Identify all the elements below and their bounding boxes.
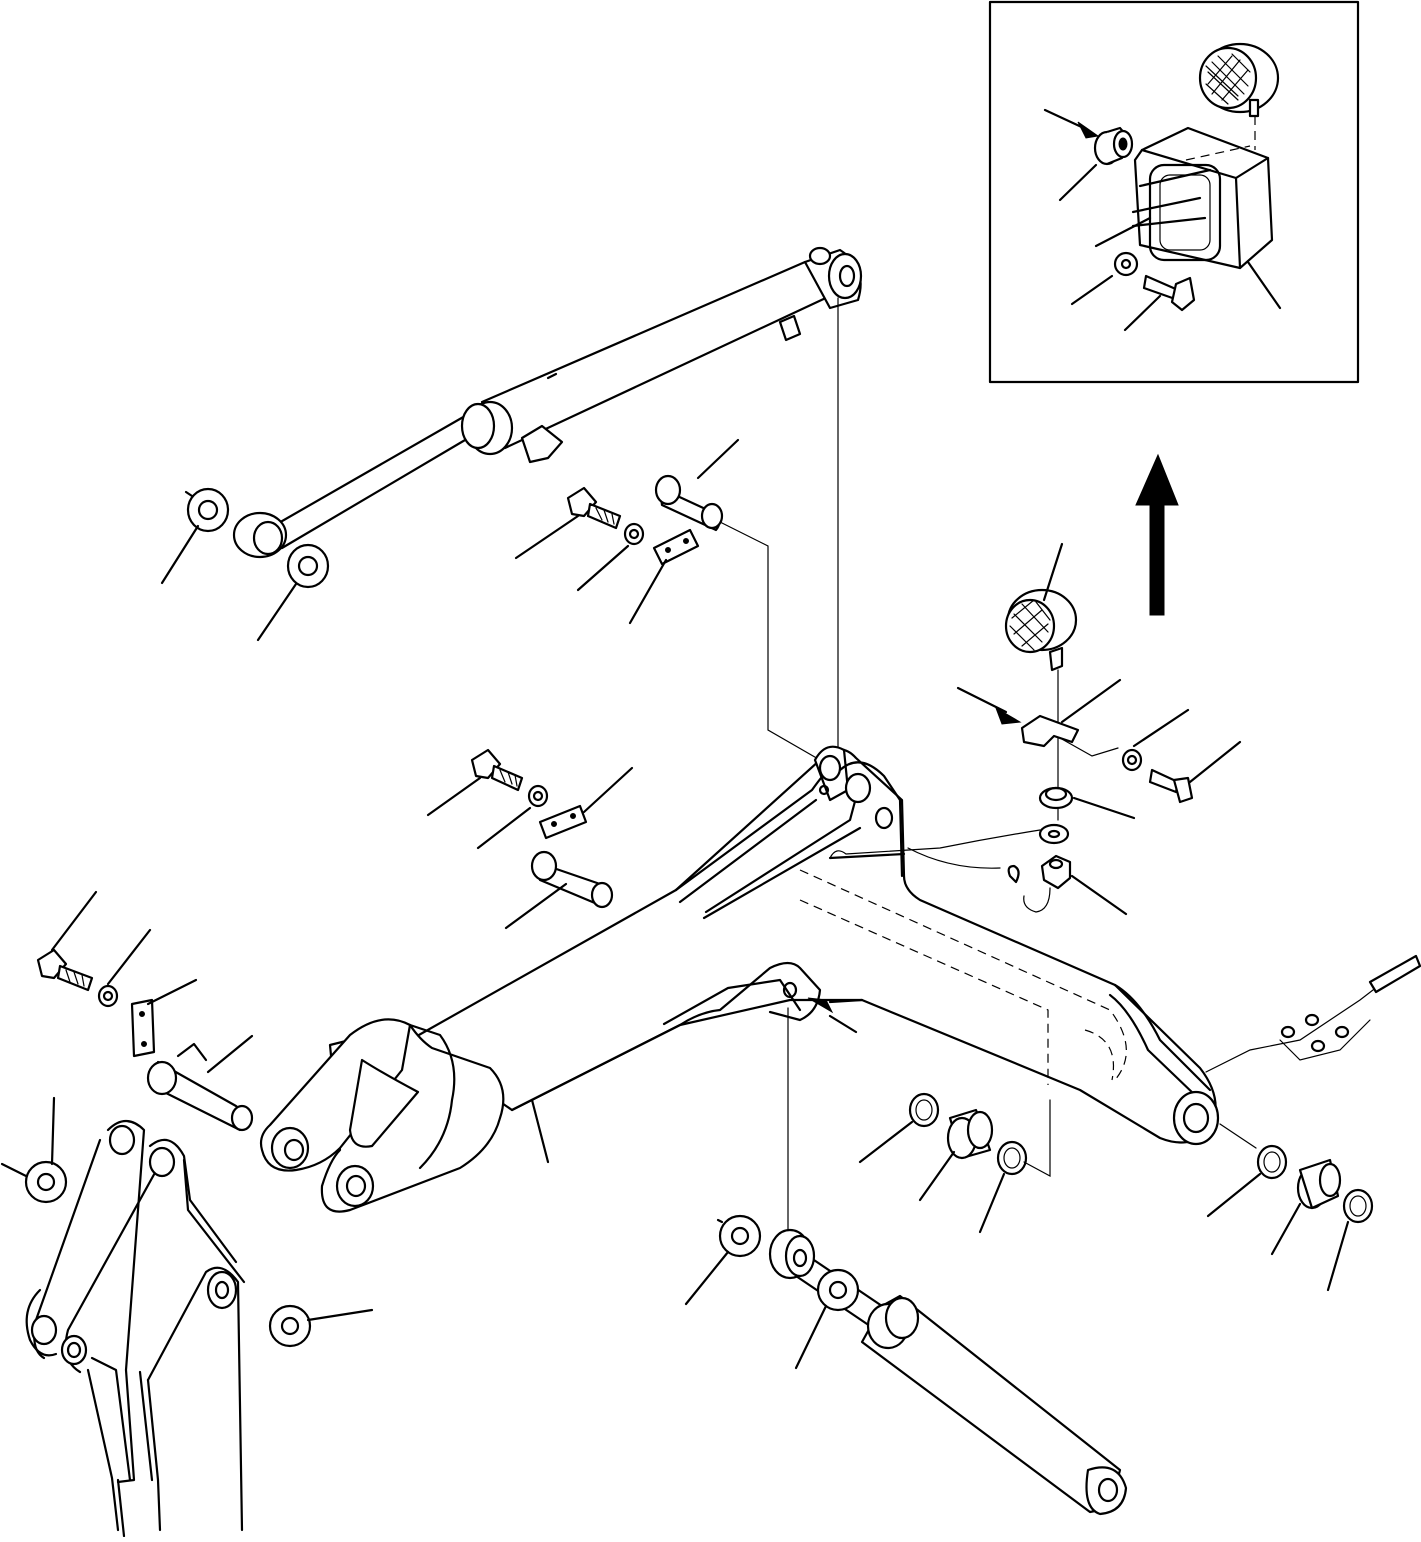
boom-foot-pin — [38, 892, 252, 1130]
cylinder-pin-upper — [516, 440, 738, 623]
inset-work-lamp — [1200, 44, 1278, 150]
bushing-set-middle — [860, 1094, 1050, 1232]
work-lamp — [1006, 544, 1076, 820]
inset-frame — [990, 2, 1358, 382]
main-boom — [261, 747, 1420, 1212]
inset-lamp-guard — [1133, 128, 1272, 268]
cylinder-pin-middle — [428, 750, 632, 928]
upper-boom-cylinder — [162, 248, 861, 640]
lamp-bracket — [958, 680, 1240, 914]
leader-line — [720, 522, 820, 760]
inset-spacer — [1045, 110, 1132, 200]
inset-detail — [990, 2, 1358, 382]
bushing-set-right — [1208, 1124, 1372, 1290]
inset-bolt — [1072, 218, 1280, 330]
lower-boom-cylinder — [686, 1008, 1126, 1514]
direction-arrow-up-icon — [1136, 455, 1178, 615]
swing-bracket — [2, 1098, 372, 1536]
